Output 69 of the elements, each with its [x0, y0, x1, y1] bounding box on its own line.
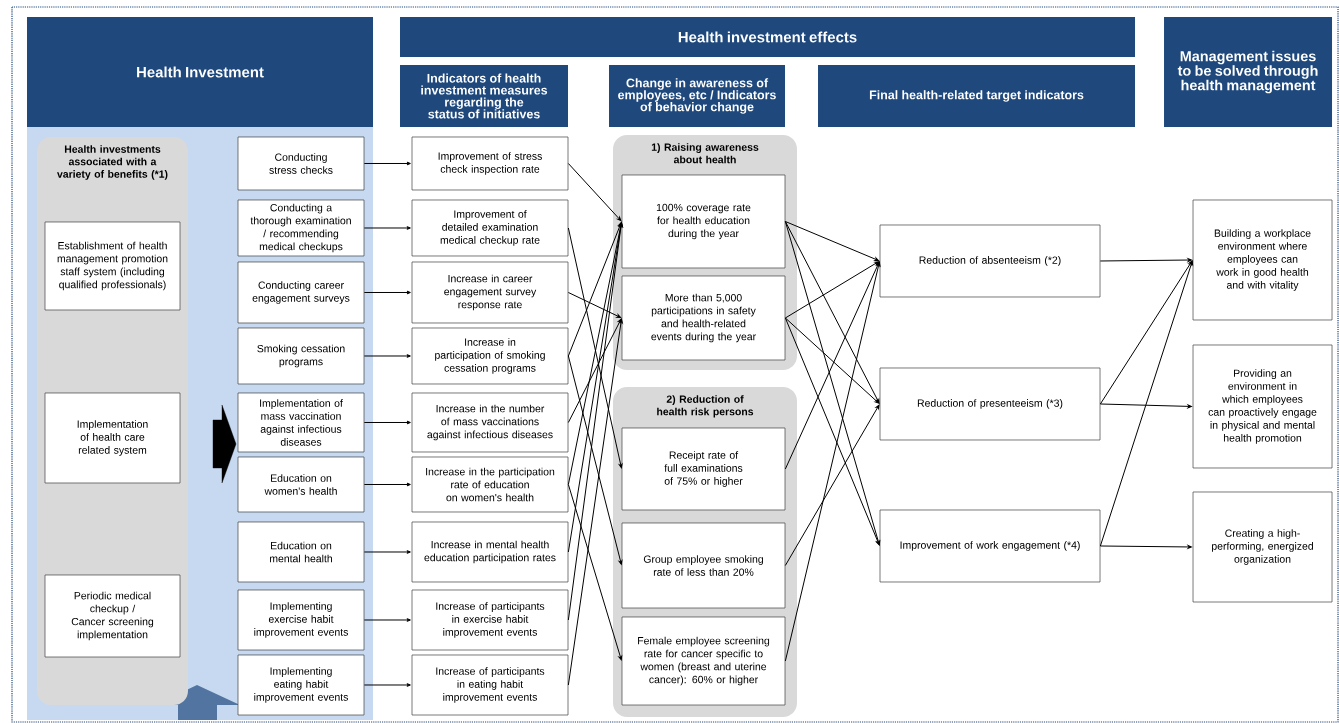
text-box: Increase of participants in exercise habit improvement events: [411, 589, 569, 651]
arrow: [567, 163, 622, 222]
column-header: Management issues to be solved through health management: [1164, 17, 1332, 127]
text-box: Providing an environment in which employees can proactively engage in physical and mental health promotion: [1192, 344, 1333, 469]
arrow: [363, 550, 411, 554]
text-box: Conducting a thorough examination / recommending medical checkups: [237, 199, 365, 257]
arrow: [567, 318, 623, 686]
text-box: Education on mental health: [237, 521, 365, 583]
text-box: Implementation of mass vaccination against infectious diseases: [237, 392, 365, 453]
text-box: Receipt rate of full examinations of 75% or higher: [621, 427, 786, 511]
text-box: Implementation of health care related system: [44, 392, 181, 484]
arrow: [363, 354, 411, 358]
column-header: Indicators of health investment measures regarding the status of initiatives: [400, 65, 568, 127]
text-box: Increase in participation of smoking cessation programs: [411, 327, 569, 385]
arrow: [363, 683, 411, 687]
block-arrow: [212, 404, 237, 484]
arrow: [784, 261, 880, 319]
arrow: [1099, 260, 1193, 405]
text-box: Increase in the participation rate of education on women's health: [411, 456, 569, 513]
arrow: [784, 317, 880, 546]
text-box: Conducting career engagement surveys: [237, 261, 365, 324]
arrow: [784, 221, 880, 404]
text-box: More than 5,000 participations in safety and health-related events during the year: [621, 275, 786, 361]
arrow: [784, 317, 880, 404]
text-box: Improvement of detailed examination medical checkup rate: [411, 199, 569, 257]
arrow: [784, 221, 879, 261]
text-box: Increase of participants in eating habit improvement events: [411, 654, 569, 716]
text-box: Reduction of presenteeism (*3): [879, 367, 1101, 441]
text-box: Improvement of work engagement (*4): [879, 509, 1101, 583]
text-box: Reduction of absenteeism (*2): [879, 224, 1101, 298]
arrow: [1099, 258, 1192, 262]
arrow: [363, 290, 411, 295]
arrow: [363, 618, 411, 622]
text-box: Female employee screening rate for cancer specific to women (breast and uterine cancer): 60% or higher: [621, 616, 786, 706]
arrow: [363, 161, 411, 166]
text-box: Establishment of health management promotion staff system (including qualified professionals): [44, 221, 181, 311]
text-box: Improvement of stress check inspection rate: [411, 136, 569, 191]
text-box: Implementing exercise habit improvement events: [237, 589, 365, 651]
text-box: Increase in mental health education participation rates: [411, 521, 569, 583]
column-header: Final health-related target indicators: [818, 65, 1135, 127]
arrow: [363, 420, 411, 425]
arrow: [567, 222, 622, 357]
arrow: [363, 482, 411, 487]
arrow: [567, 222, 623, 621]
text-box: Building a workplace environment where employees can work in good health and with vitality: [1192, 199, 1333, 321]
arrow: [567, 355, 623, 565]
text-box: Implementing eating habit improvement events: [237, 654, 365, 716]
arrow: [567, 292, 621, 318]
arrow: [567, 484, 623, 661]
text-box: Education on women's health: [237, 456, 365, 513]
text-box: Periodic medical checkup / Cancer screening implementation: [44, 574, 181, 658]
text-box: Group employee smoking rate of less than 20%: [621, 522, 786, 609]
arrow: [784, 404, 880, 566]
arrow: [1099, 545, 1192, 549]
arrow: [784, 261, 881, 662]
column-header: Health Investment: [27, 17, 373, 127]
text-box: Increase in the number of mass vaccinations against infectious diseases: [411, 392, 569, 453]
text-box: Conducting stress checks: [237, 136, 365, 191]
arrow: [1099, 260, 1194, 547]
text-box: Smoking cessation programs: [237, 327, 365, 385]
text-box: 100% coverage rate for health education during the year: [621, 174, 786, 269]
arrow: [784, 261, 880, 470]
arrow: [1099, 403, 1192, 409]
arrow: [567, 318, 622, 423]
column-header: Health investment effects: [400, 17, 1135, 57]
text-box: Increase in career engagement survey response rate: [411, 261, 569, 324]
column-header: Change in awareness of employees, etc / Indicators of behavior change: [609, 65, 785, 127]
arrow: [363, 226, 411, 230]
text-box: Creating a high-performing, energized organization: [1192, 491, 1333, 603]
